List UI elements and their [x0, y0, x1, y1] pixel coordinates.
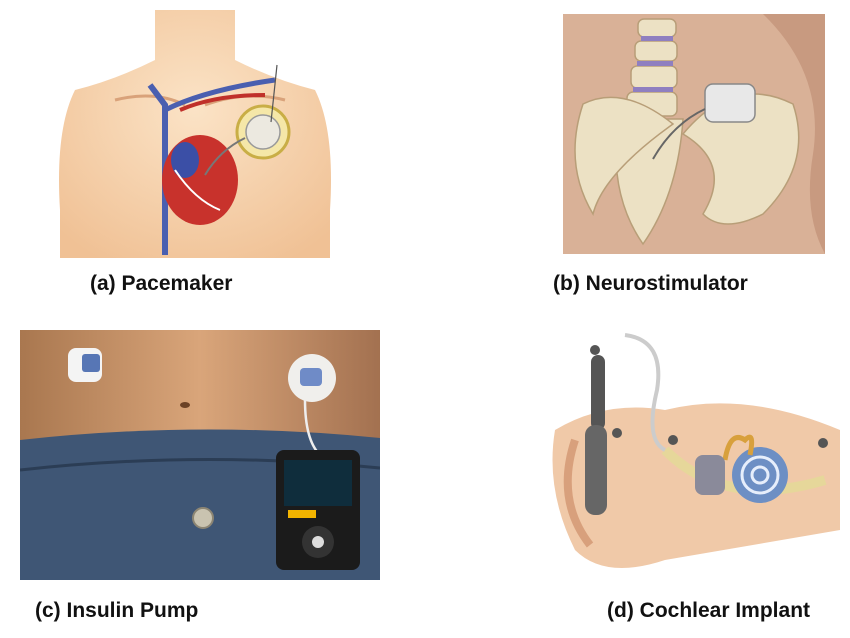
caption-insulin-pump: (c) Insulin Pump [35, 599, 199, 622]
caption-neurostimulator: (b) Neurostimulator [553, 272, 748, 295]
cochlear-implant-image [545, 330, 840, 580]
insulin-pump-image [20, 330, 380, 580]
pacemaker-image [55, 10, 335, 258]
neurostimulator-image [563, 14, 825, 254]
caption-cochlear-implant: (d) Cochlear Implant [607, 599, 811, 622]
caption-pacemaker: (a) Pacemaker [90, 272, 233, 295]
